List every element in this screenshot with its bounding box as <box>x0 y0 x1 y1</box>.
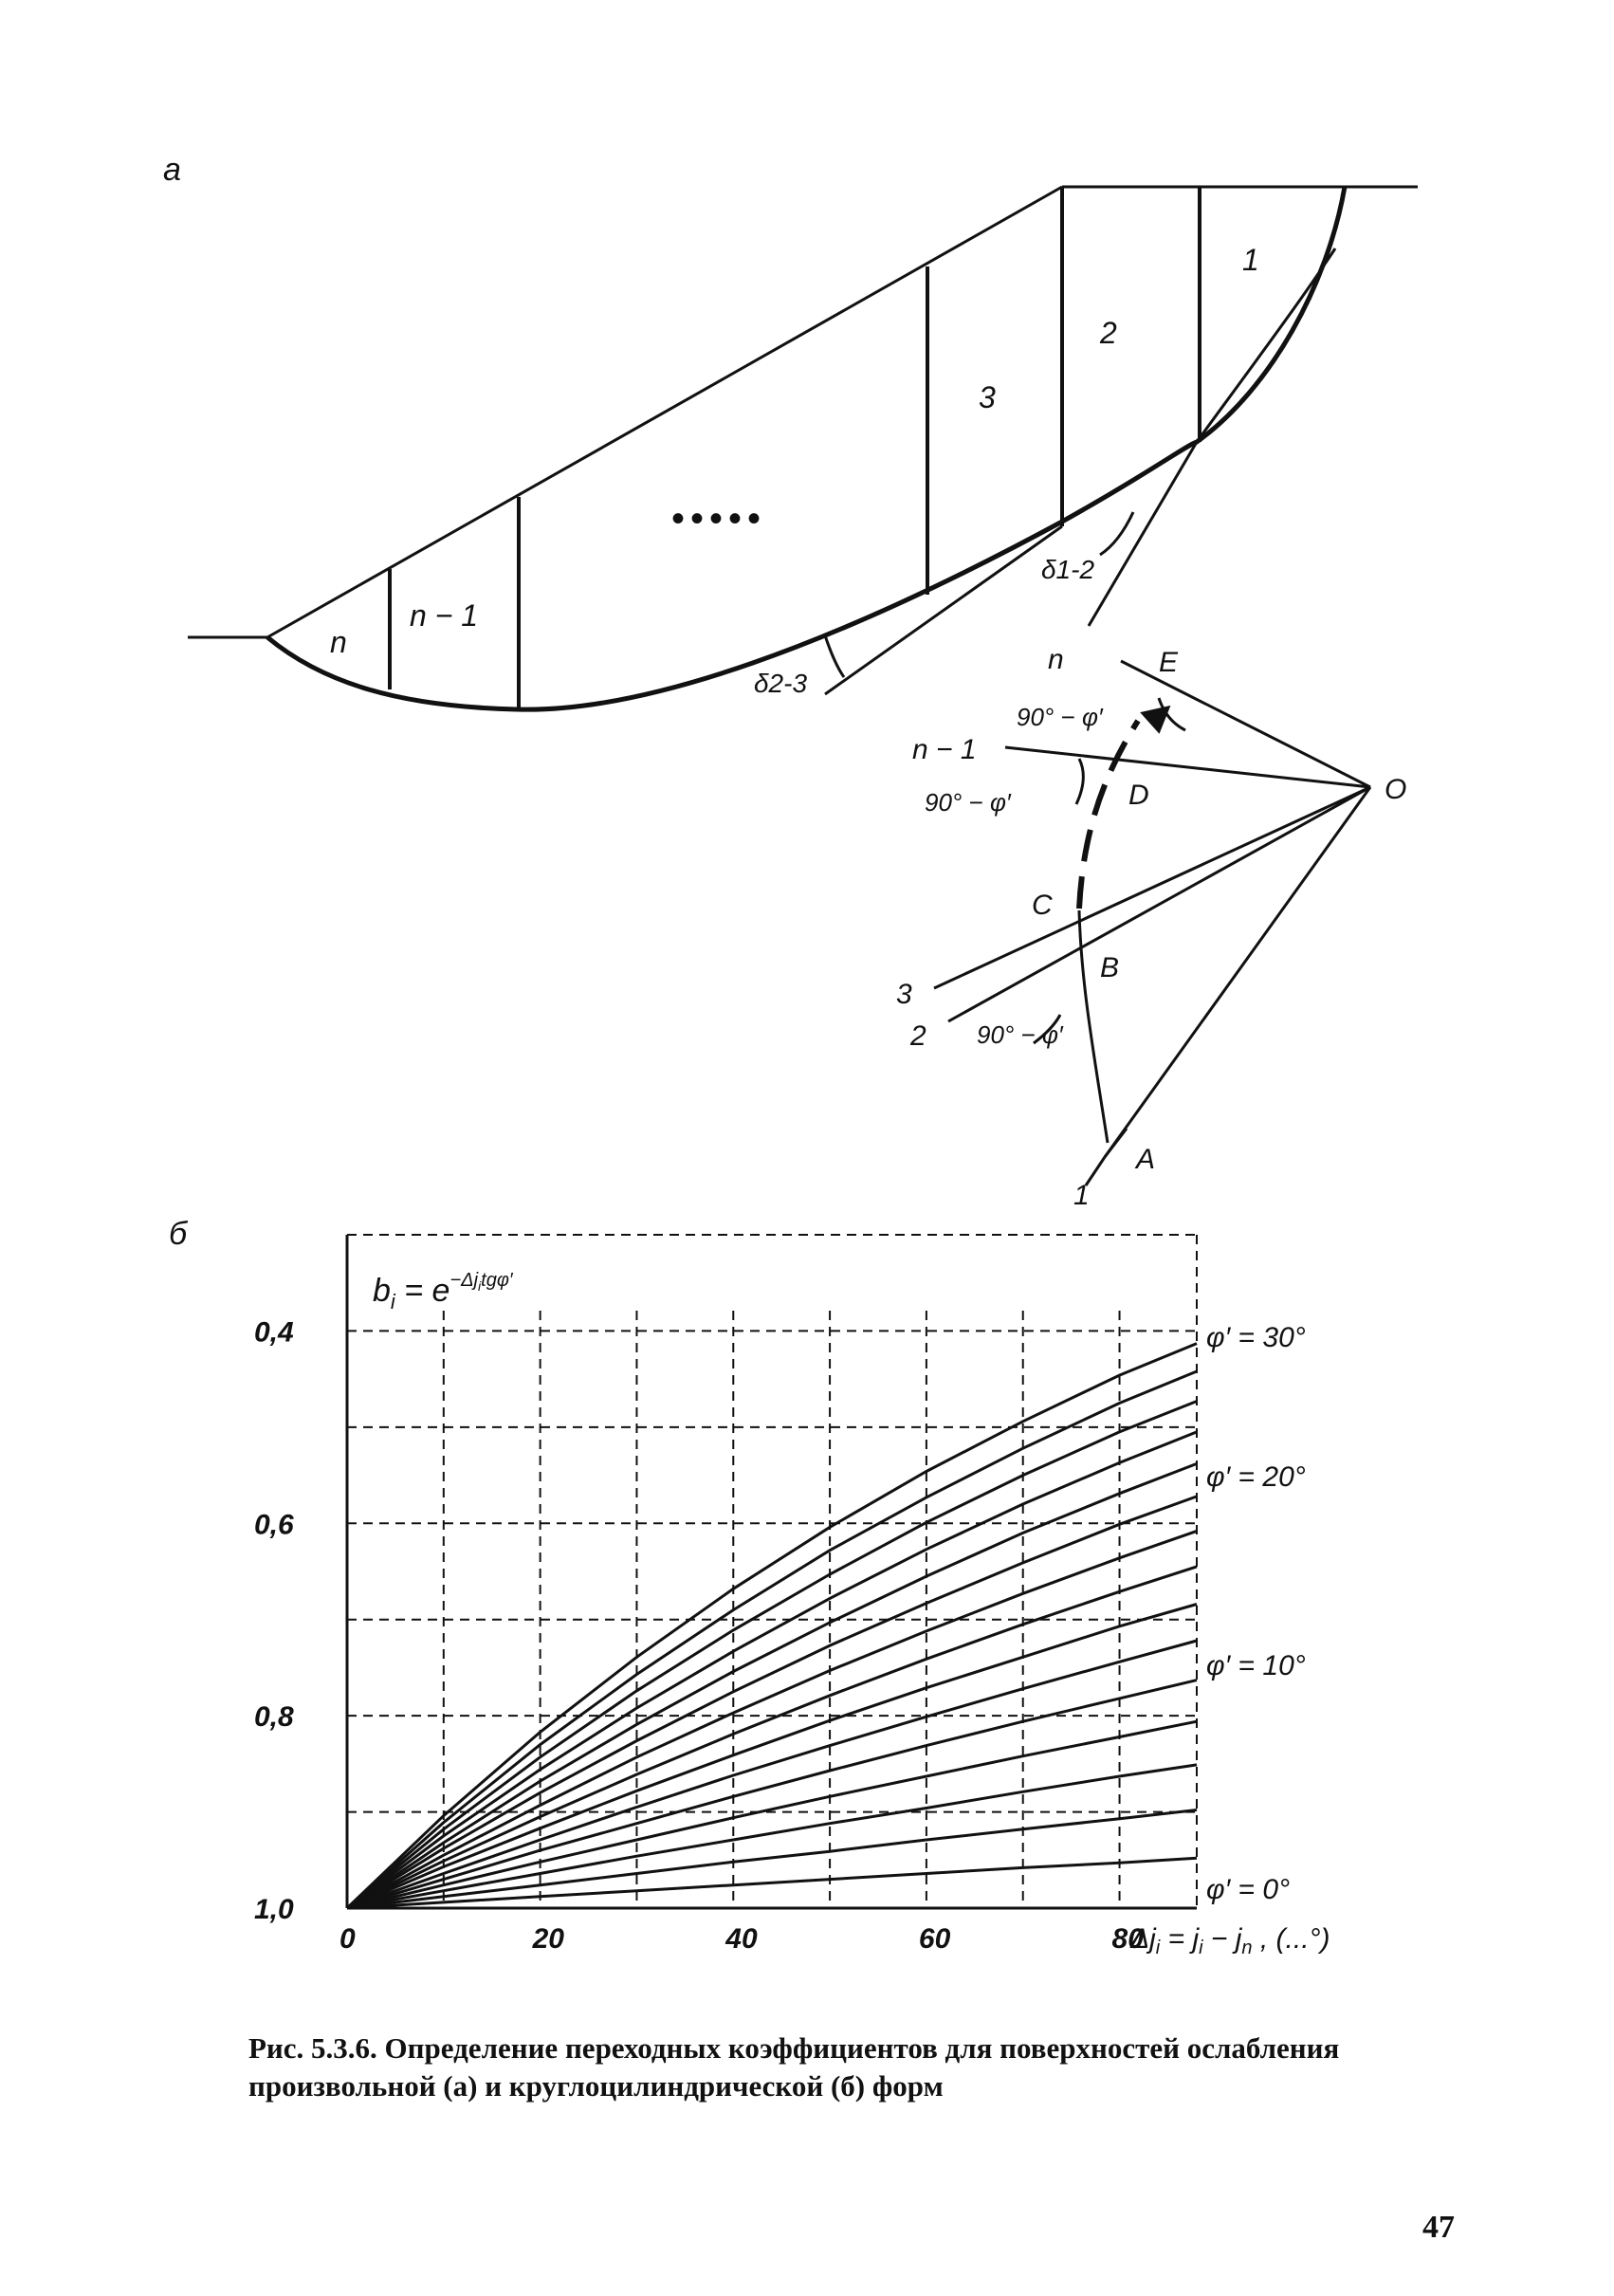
angle-label-90-2: 90° − φ′ <box>925 788 1012 817</box>
curve-phi-26 <box>346 1400 1198 1910</box>
slope-outline <box>188 185 1418 639</box>
slice-label-3: 3 <box>979 380 996 414</box>
x-tick-label-4: 80 <box>1112 1923 1145 1955</box>
point-A: A <box>1134 1144 1155 1175</box>
x-tick-label-3: 60 <box>919 1923 951 1955</box>
series-label-10: φ′ = 10° <box>1206 1650 1306 1681</box>
x-axis-label: Δji = ji − jn , (...°) <box>1129 1923 1330 1958</box>
figure-a-panel-label: а <box>163 152 181 188</box>
chart-tick-labels: 0 20 40 60 80 0,4 0,6 0,8 1,0 <box>254 1316 1144 1955</box>
slice-boundaries <box>388 187 1201 709</box>
point-O: O <box>1385 774 1406 805</box>
tangent-lines <box>823 441 1199 696</box>
polygon-label-n1: n − 1 <box>912 734 977 765</box>
curve-phi-30 <box>345 1342 1198 1910</box>
slice-label-n: n <box>330 625 347 659</box>
polygon-label-n: n <box>1048 644 1064 675</box>
series-label-20: φ′ = 20° <box>1206 1461 1306 1493</box>
y-tick-label-0: 0,4 <box>254 1316 294 1348</box>
polygon-label-2: 2 <box>909 1020 926 1052</box>
page-number: 47 <box>1422 2210 1455 2245</box>
curve-phi-20 <box>346 1495 1198 1910</box>
figure-b-chart: б 0 20 40 60 80 0,4 0,6 0,8 1,0 bi = e−Δjitgφ′ φ… <box>169 1216 1330 1958</box>
chart-formula: bi = e−Δjitgφ′ <box>373 1270 514 1313</box>
angle-label-90-3: 90° − φ′ <box>977 1020 1064 1049</box>
chart-grid <box>347 1234 1198 1908</box>
series-label-30: φ′ = 30° <box>1206 1322 1306 1353</box>
y-tick-label-2: 0,8 <box>254 1701 294 1733</box>
y-tick-label-3: 1,0 <box>254 1894 294 1925</box>
slice-label-1: 1 <box>1242 243 1259 277</box>
curve-phi-2 <box>346 1856 1198 1910</box>
polygon-label-3: 3 <box>896 979 912 1010</box>
curve-phi-24 <box>346 1430 1198 1910</box>
series-label-0: φ′ = 0° <box>1206 1874 1290 1905</box>
figure-caption: Рис. 5.3.6. Определение переходных коэфф… <box>248 2031 1340 2103</box>
slip-surface <box>266 186 1348 712</box>
slice-label-2: 2 <box>1099 316 1117 350</box>
angle-label-d12: δ1-2 <box>1041 555 1094 584</box>
point-D: D <box>1128 780 1149 811</box>
curve-phi-8 <box>346 1719 1198 1910</box>
curve-phi-22 <box>346 1462 1198 1910</box>
curve-phi-12 <box>346 1639 1198 1910</box>
angle-label-d23: δ2-3 <box>754 669 807 698</box>
curve-phi-14 <box>346 1603 1198 1910</box>
slices-ellipsis: ••••• <box>671 498 766 540</box>
slice-chord-1 <box>1195 248 1337 443</box>
angle-label-90-1: 90° − φ′ <box>1017 703 1104 731</box>
polygon-label-1: 1 <box>1073 1180 1090 1211</box>
curve-phi-28 <box>346 1369 1198 1910</box>
point-E: E <box>1159 647 1179 678</box>
chart-curves <box>345 1342 1198 1910</box>
curve-phi-10 <box>346 1679 1198 1910</box>
curve-phi-16 <box>346 1565 1198 1910</box>
curve-phi-4 <box>346 1809 1198 1910</box>
x-tick-label-2: 40 <box>724 1923 758 1955</box>
curve-phi-18 <box>346 1529 1198 1910</box>
figure-b-panel-label: б <box>169 1216 189 1252</box>
y-tick-label-1: 0,6 <box>254 1509 294 1540</box>
slice-label-n1: n − 1 <box>410 598 478 633</box>
point-B: B <box>1100 952 1119 983</box>
x-tick-label-0: 0 <box>339 1923 356 1955</box>
x-tick-label-1: 20 <box>532 1923 565 1955</box>
point-C: C <box>1032 890 1053 921</box>
force-polygon <box>933 659 1372 1186</box>
figure-a: а 1 2 3 n − 1 n ••••• δ1-2 δ2-3 <box>163 152 1418 1211</box>
curve-phi-6 <box>346 1763 1198 1910</box>
